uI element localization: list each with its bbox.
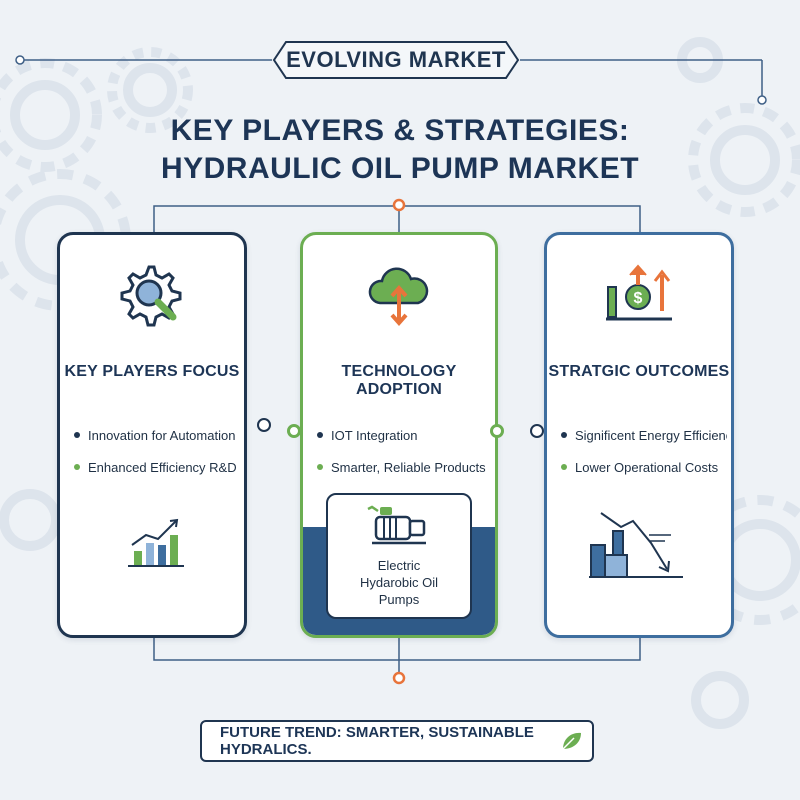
list-item: Enhanced Efficiency R&D bbox=[74, 451, 240, 483]
connector-node bbox=[287, 424, 301, 438]
electric-pump-card: Electric Hydarobic Oil Pumps bbox=[326, 493, 472, 619]
list-item: IOT Integration bbox=[317, 419, 491, 451]
pump-label: Electric Hydarobic Oil Pumps bbox=[359, 558, 439, 607]
growth-chart-icon bbox=[128, 518, 184, 567]
gear-magnifier-icon bbox=[120, 265, 182, 327]
bottom-connector-node bbox=[392, 671, 406, 685]
svg-text:$: $ bbox=[634, 290, 643, 307]
page-title: KEY PLAYERS & STRATEGIES: HYDRAULIC OIL … bbox=[0, 112, 800, 188]
future-trend-banner: FUTURE TREND: SMARTER, SUSTAINABLE HYDRA… bbox=[200, 720, 594, 762]
cloud-sync-icon bbox=[368, 267, 429, 327]
title-line-2: HYDRAULIC OIL PUMP MARKET bbox=[160, 152, 640, 185]
connector-node bbox=[530, 424, 544, 438]
leaf-icon bbox=[562, 732, 581, 750]
electric-pump-icon bbox=[367, 505, 426, 545]
list-item: Significent Energy Efficiency bbox=[561, 419, 727, 451]
cost-arrows-icon: $ bbox=[606, 264, 672, 321]
key-players-card: KEY PLAYERS FOCUS Innovation for Automat… bbox=[57, 232, 247, 638]
evolving-market-badge: EVOLVING MARKET bbox=[272, 40, 520, 80]
factory-decline-icon bbox=[589, 512, 683, 578]
top-connector-node bbox=[392, 198, 406, 212]
list-item: Smarter, Reliable Products bbox=[317, 451, 491, 483]
title-line-1: KEY PLAYERS & STRATEGIES: bbox=[170, 114, 630, 147]
bullet-list: Innovation for Automation Demand Enhance… bbox=[74, 419, 240, 483]
card-heading: STRATGIC OUTCOMES bbox=[548, 363, 730, 380]
bullet-list: Significent Energy Efficiency Lower Oper… bbox=[561, 419, 727, 483]
bullet-list: IOT Integration Smarter, Reliable Produc… bbox=[317, 419, 491, 483]
strategic-outcomes-card: $ STRATGIC OUTCOMES Significent Energy E… bbox=[544, 232, 734, 638]
header-rule bbox=[15, 55, 767, 105]
connector-node bbox=[490, 424, 504, 438]
card-heading: TECHNOLOGY ADOPTION bbox=[341, 363, 457, 398]
list-item: Innovation for Automation Demand bbox=[74, 419, 240, 451]
connector-node bbox=[257, 418, 271, 432]
card-heading: KEY PLAYERS FOCUS bbox=[64, 363, 240, 380]
technology-adoption-card: TECHNOLOGY ADOPTION IOT Integration Smar… bbox=[300, 232, 498, 638]
footer-text: FUTURE TREND: SMARTER, SUSTAINABLE HYDRA… bbox=[220, 724, 534, 758]
badge-label: EVOLVING MARKET bbox=[286, 47, 506, 72]
list-item: Lower Operational Costs bbox=[561, 451, 727, 483]
